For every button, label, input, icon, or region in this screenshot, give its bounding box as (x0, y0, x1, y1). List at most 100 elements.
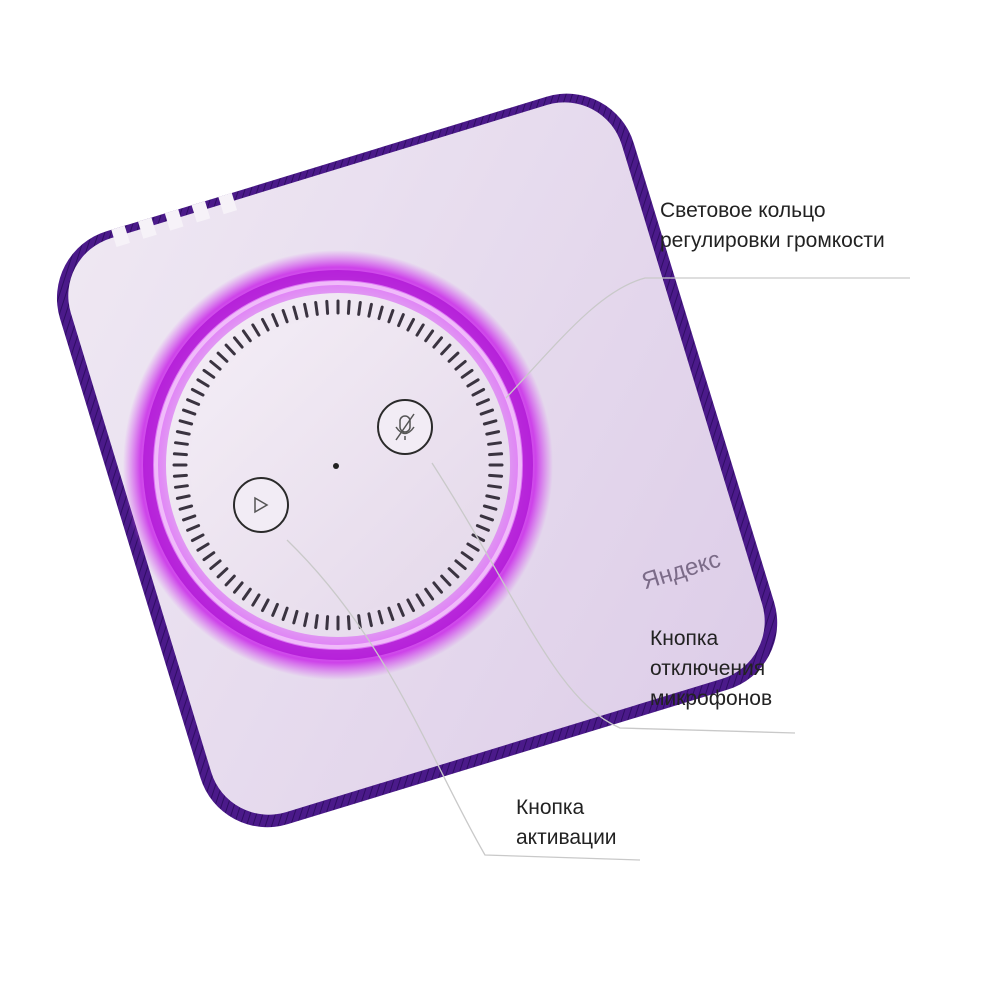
activation-button-label: Кнопка активации (516, 793, 617, 853)
grille-slot (466, 542, 480, 552)
grille-slot (488, 452, 504, 457)
grille-slot (357, 614, 362, 629)
volume-leader-line (505, 277, 910, 399)
grille-slot (460, 368, 474, 379)
grille-slot (447, 567, 460, 579)
volume-ring-label-line2: регулировки громкости (660, 229, 885, 252)
grille-slot (216, 351, 229, 363)
grille-slot (172, 473, 188, 478)
grille-slot (314, 614, 319, 629)
mute-button[interactable] (377, 399, 433, 455)
grille-slot (175, 494, 191, 500)
grille-slot (387, 309, 395, 324)
grille-slot (233, 581, 244, 594)
grille-slot (475, 524, 490, 532)
grille-slot (454, 559, 467, 570)
grille-slot (196, 542, 210, 552)
grille-slot (440, 574, 452, 587)
grille-slot (397, 602, 405, 617)
grille-slot (178, 419, 194, 426)
grille-slot (415, 593, 425, 607)
mute-button-label-line2: отключения (650, 657, 766, 680)
alice-triangle-icon (254, 496, 269, 514)
speaker-grille (172, 299, 504, 631)
grille-slot (271, 313, 279, 328)
grille-slot (487, 484, 502, 489)
grille-slot (471, 388, 486, 397)
mute-button-label: Кнопка отключения микрофонов (650, 624, 772, 714)
grille-slot (303, 302, 309, 318)
grille-slot (485, 494, 501, 500)
grille-slot (292, 305, 299, 321)
grille-slot (482, 504, 498, 511)
grille-slot (432, 336, 443, 349)
grille-slot (261, 598, 270, 613)
grille-slot (397, 313, 405, 328)
grille-slot (251, 593, 261, 607)
grille-slot (440, 343, 452, 356)
grille-slot (175, 430, 191, 436)
grille-slot (281, 309, 289, 324)
microphone-dot (333, 463, 339, 469)
grille-slot (186, 524, 201, 532)
grille-slot (367, 302, 373, 318)
grille-slot (216, 567, 229, 579)
grille-slot (224, 574, 236, 587)
grille-slot (460, 551, 474, 562)
leader-lines (286, 277, 910, 861)
side-ports (111, 192, 238, 247)
grille-slot (233, 336, 244, 349)
grille-slot (479, 514, 494, 522)
grille-slot (174, 441, 189, 446)
grille-slot (346, 615, 351, 631)
mic-off-icon (395, 413, 415, 441)
grille-slot (190, 388, 205, 397)
grille-slot (251, 323, 261, 337)
grille-slot (224, 343, 236, 356)
grille-slot (432, 581, 443, 594)
grille-slot (325, 615, 330, 631)
grille-slot (241, 587, 252, 601)
volume-ring-label-line1: Световое кольцо (660, 199, 826, 222)
activation-button[interactable] (233, 477, 289, 533)
grille-slot (447, 351, 460, 363)
grille-slot (406, 317, 415, 332)
grille-slot (178, 504, 194, 511)
grille-slot (202, 368, 216, 379)
grille-slot (292, 609, 299, 625)
grille-slot (424, 587, 435, 601)
grille-slot (367, 612, 373, 628)
grille-slot (406, 598, 415, 613)
mute-button-label-line1: Кнопка (650, 627, 719, 650)
grille-slot (172, 452, 188, 457)
grille-slot (475, 398, 490, 406)
grille-slot (241, 329, 252, 343)
grille-slot (314, 301, 319, 316)
grille-slot (488, 473, 504, 478)
grille-slot (209, 559, 222, 570)
grille-slot (466, 378, 480, 388)
grille-slot (202, 551, 216, 562)
grille-slot (174, 484, 189, 489)
activation-button-label-line1: Кнопка (516, 796, 585, 819)
grille-slot (424, 329, 435, 343)
grille-slot (281, 606, 289, 621)
grille-slot (482, 419, 498, 426)
grille-slot (377, 609, 384, 625)
grille-slot (357, 301, 362, 316)
volume-ring-label: Световое кольцо регулировки громкости (660, 196, 885, 256)
grille-slot (271, 602, 279, 617)
grille-slot (387, 606, 395, 621)
grille-slot (325, 299, 330, 315)
grille-slot (261, 317, 270, 332)
grille-slot (303, 612, 309, 628)
grille-slot (209, 360, 222, 371)
grille-slot (471, 533, 486, 542)
grille-slot (182, 514, 197, 522)
mute-leader-line (431, 462, 796, 734)
activation-button-label-line2: активации (516, 826, 617, 849)
grille-slot (377, 305, 384, 321)
grille-slot (346, 299, 351, 315)
grille-slot (415, 323, 425, 337)
